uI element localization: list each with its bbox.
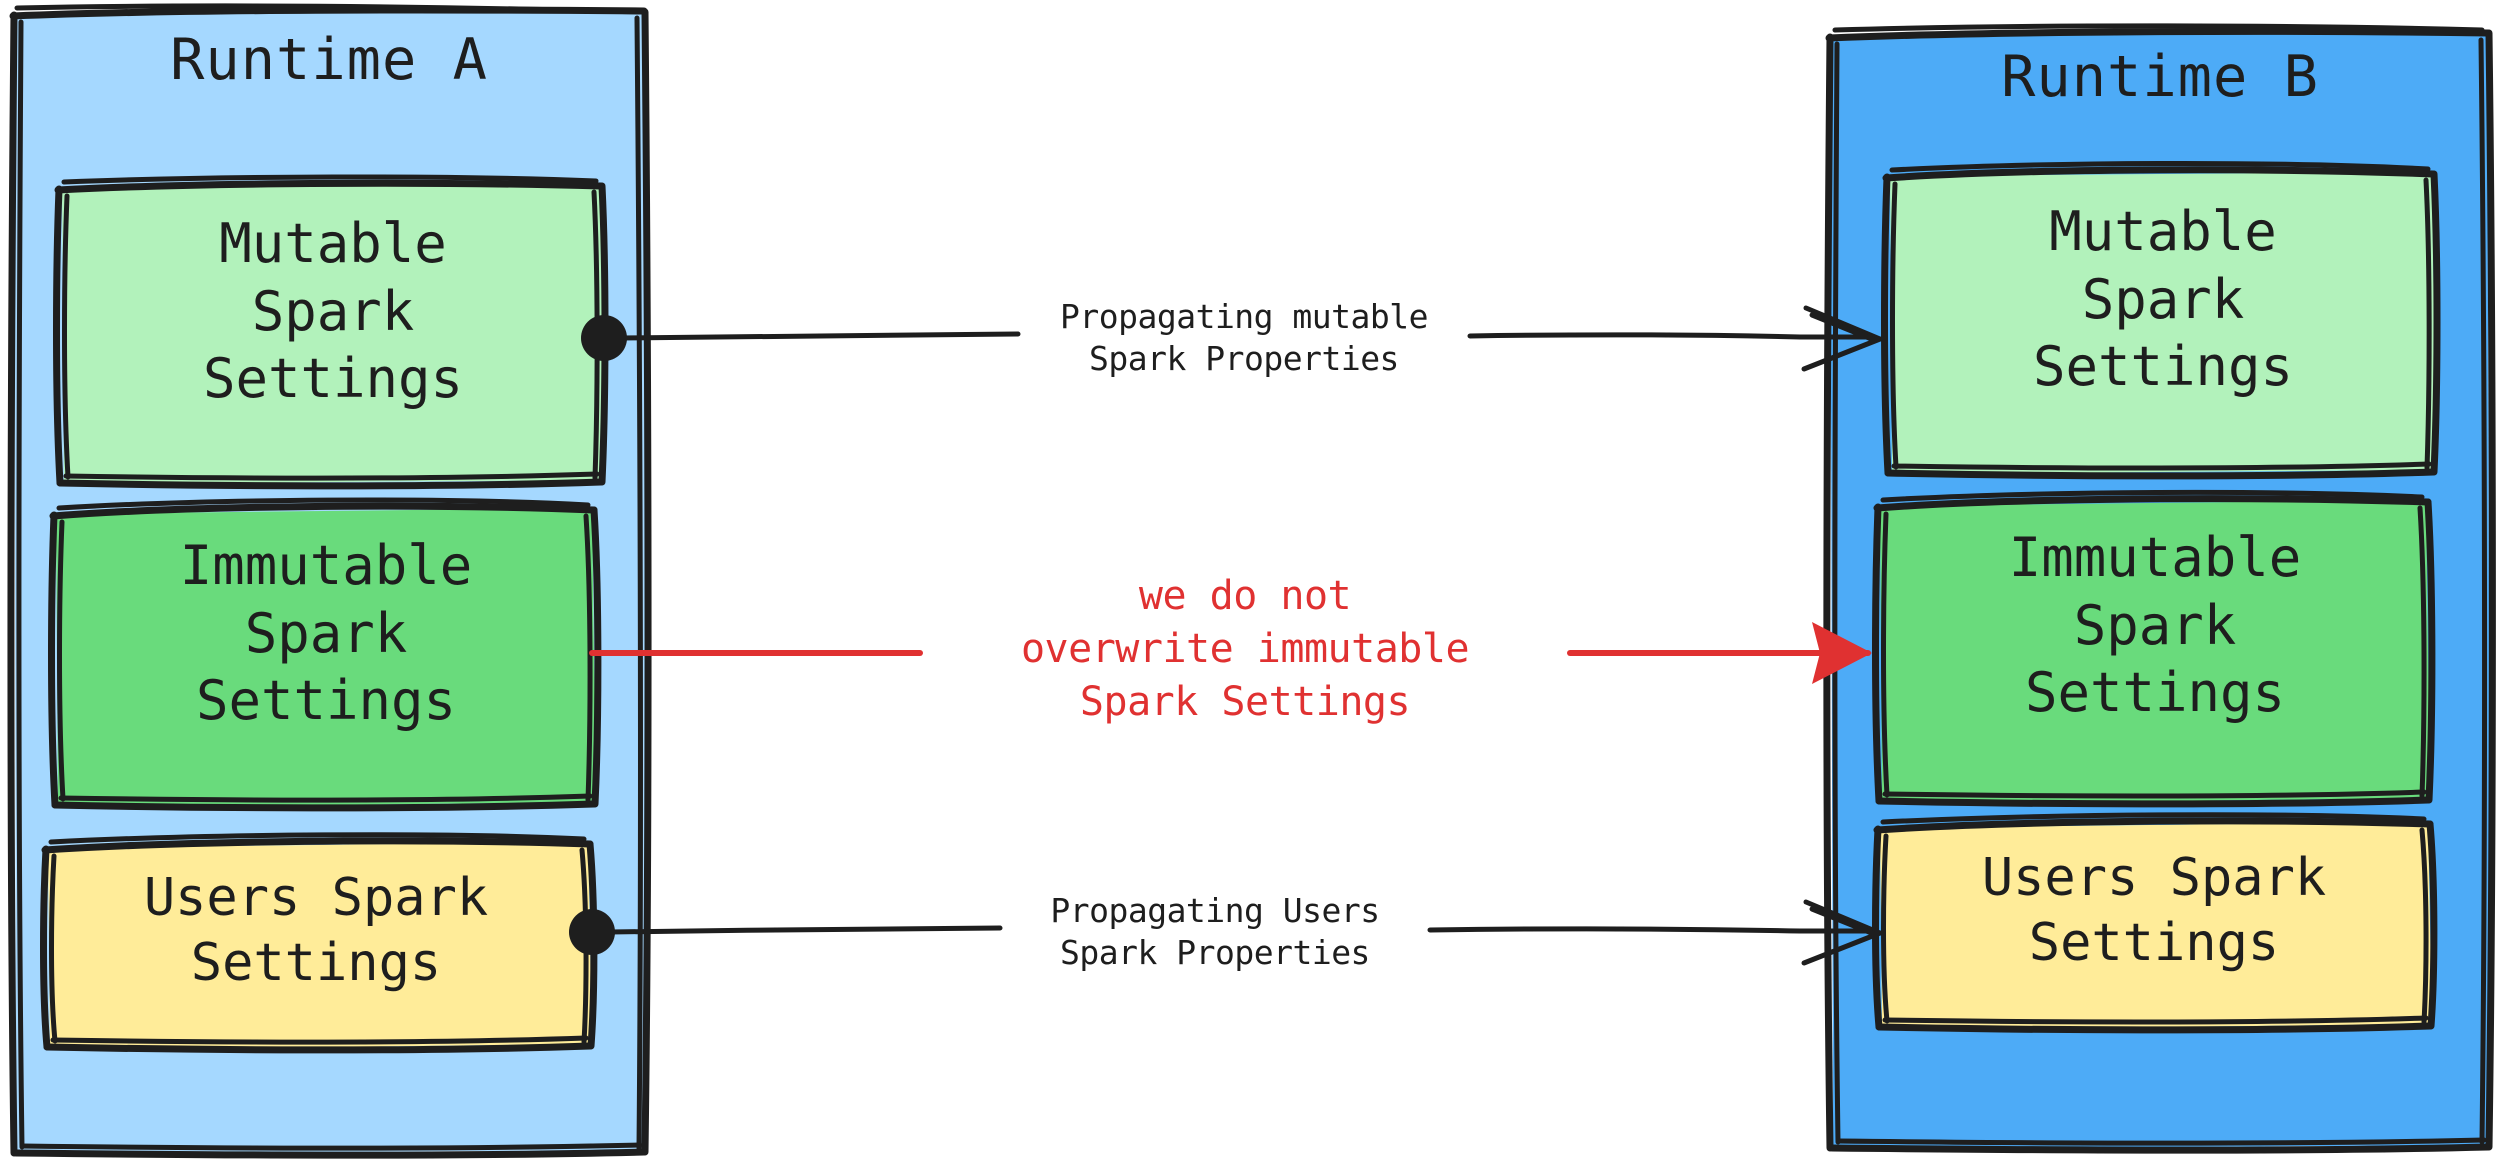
connector-mutable-arrow[interactable] (581, 305, 1883, 372)
runtime-a-mutable-box[interactable] (53, 174, 609, 490)
connector-immutable-arrow[interactable] (589, 622, 1872, 684)
runtime-a-users-box[interactable] (40, 832, 598, 1054)
runtime-a-immutable-box[interactable] (48, 497, 602, 812)
runtime-b-users-box[interactable] (1872, 812, 2438, 1034)
runtime-b-mutable-box[interactable] (1881, 160, 2441, 480)
connector-users-arrow[interactable] (569, 899, 1883, 966)
runtime-b-immutable-box[interactable] (1872, 489, 2436, 808)
